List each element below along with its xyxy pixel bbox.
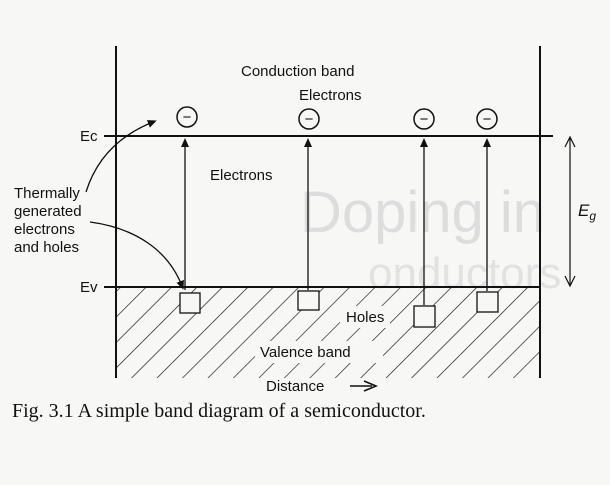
distance-label: Distance bbox=[266, 378, 324, 395]
electrons-top-label: Electrons bbox=[299, 87, 362, 104]
holes-label: Holes bbox=[346, 309, 384, 326]
electron-hole-pair-1: − bbox=[176, 106, 201, 314]
hole-icon bbox=[179, 292, 201, 314]
valence-label-bg bbox=[255, 341, 383, 363]
thermal-label-line-2: generated bbox=[14, 203, 82, 220]
thermal-curve-arrow-to-ec bbox=[85, 120, 157, 193]
electron-icon bbox=[176, 106, 198, 128]
band-gap-subscript: g bbox=[589, 209, 596, 223]
hole-icon bbox=[476, 291, 499, 313]
band-gap-arrow-bottom-icon bbox=[564, 275, 576, 288]
holes-label-bg bbox=[340, 306, 390, 328]
thermal-label-line-3: electrons bbox=[14, 221, 75, 238]
electron-icon bbox=[298, 108, 320, 130]
ev-label: Ev bbox=[80, 279, 98, 296]
band-gap-label: Eg bbox=[578, 201, 596, 223]
ec-label: Ec bbox=[80, 128, 98, 145]
hole-icon bbox=[297, 290, 320, 311]
electrons-mid-label: Electrons bbox=[210, 167, 273, 184]
electron-icon bbox=[413, 108, 435, 130]
electron-hole-pair-3: − bbox=[413, 108, 436, 328]
hole-icon bbox=[413, 305, 436, 328]
electron-sign: − bbox=[483, 111, 492, 128]
valence-band-label: Valence band bbox=[260, 344, 351, 361]
thermal-label-line-4: and holes bbox=[14, 239, 79, 256]
thermal-label-line-1: Thermally bbox=[14, 185, 80, 202]
band-gap-arrow-top-icon bbox=[564, 135, 576, 148]
band-gap-symbol: E bbox=[578, 201, 590, 220]
conduction-band-label: Conduction band bbox=[241, 63, 354, 80]
thermal-arrow-to-hole bbox=[89, 221, 184, 290]
distance-arrow-icon bbox=[350, 380, 379, 392]
electron-sign: − bbox=[183, 109, 192, 126]
electron-hole-pair-4: − bbox=[476, 108, 499, 313]
electron-icon bbox=[476, 108, 498, 130]
electron-sign: − bbox=[420, 111, 429, 128]
electron-sign: − bbox=[305, 111, 314, 128]
electron-hole-pair-2: − bbox=[297, 108, 320, 311]
figure-caption: Fig. 3.1 A simple band diagram of a semi… bbox=[12, 400, 426, 422]
